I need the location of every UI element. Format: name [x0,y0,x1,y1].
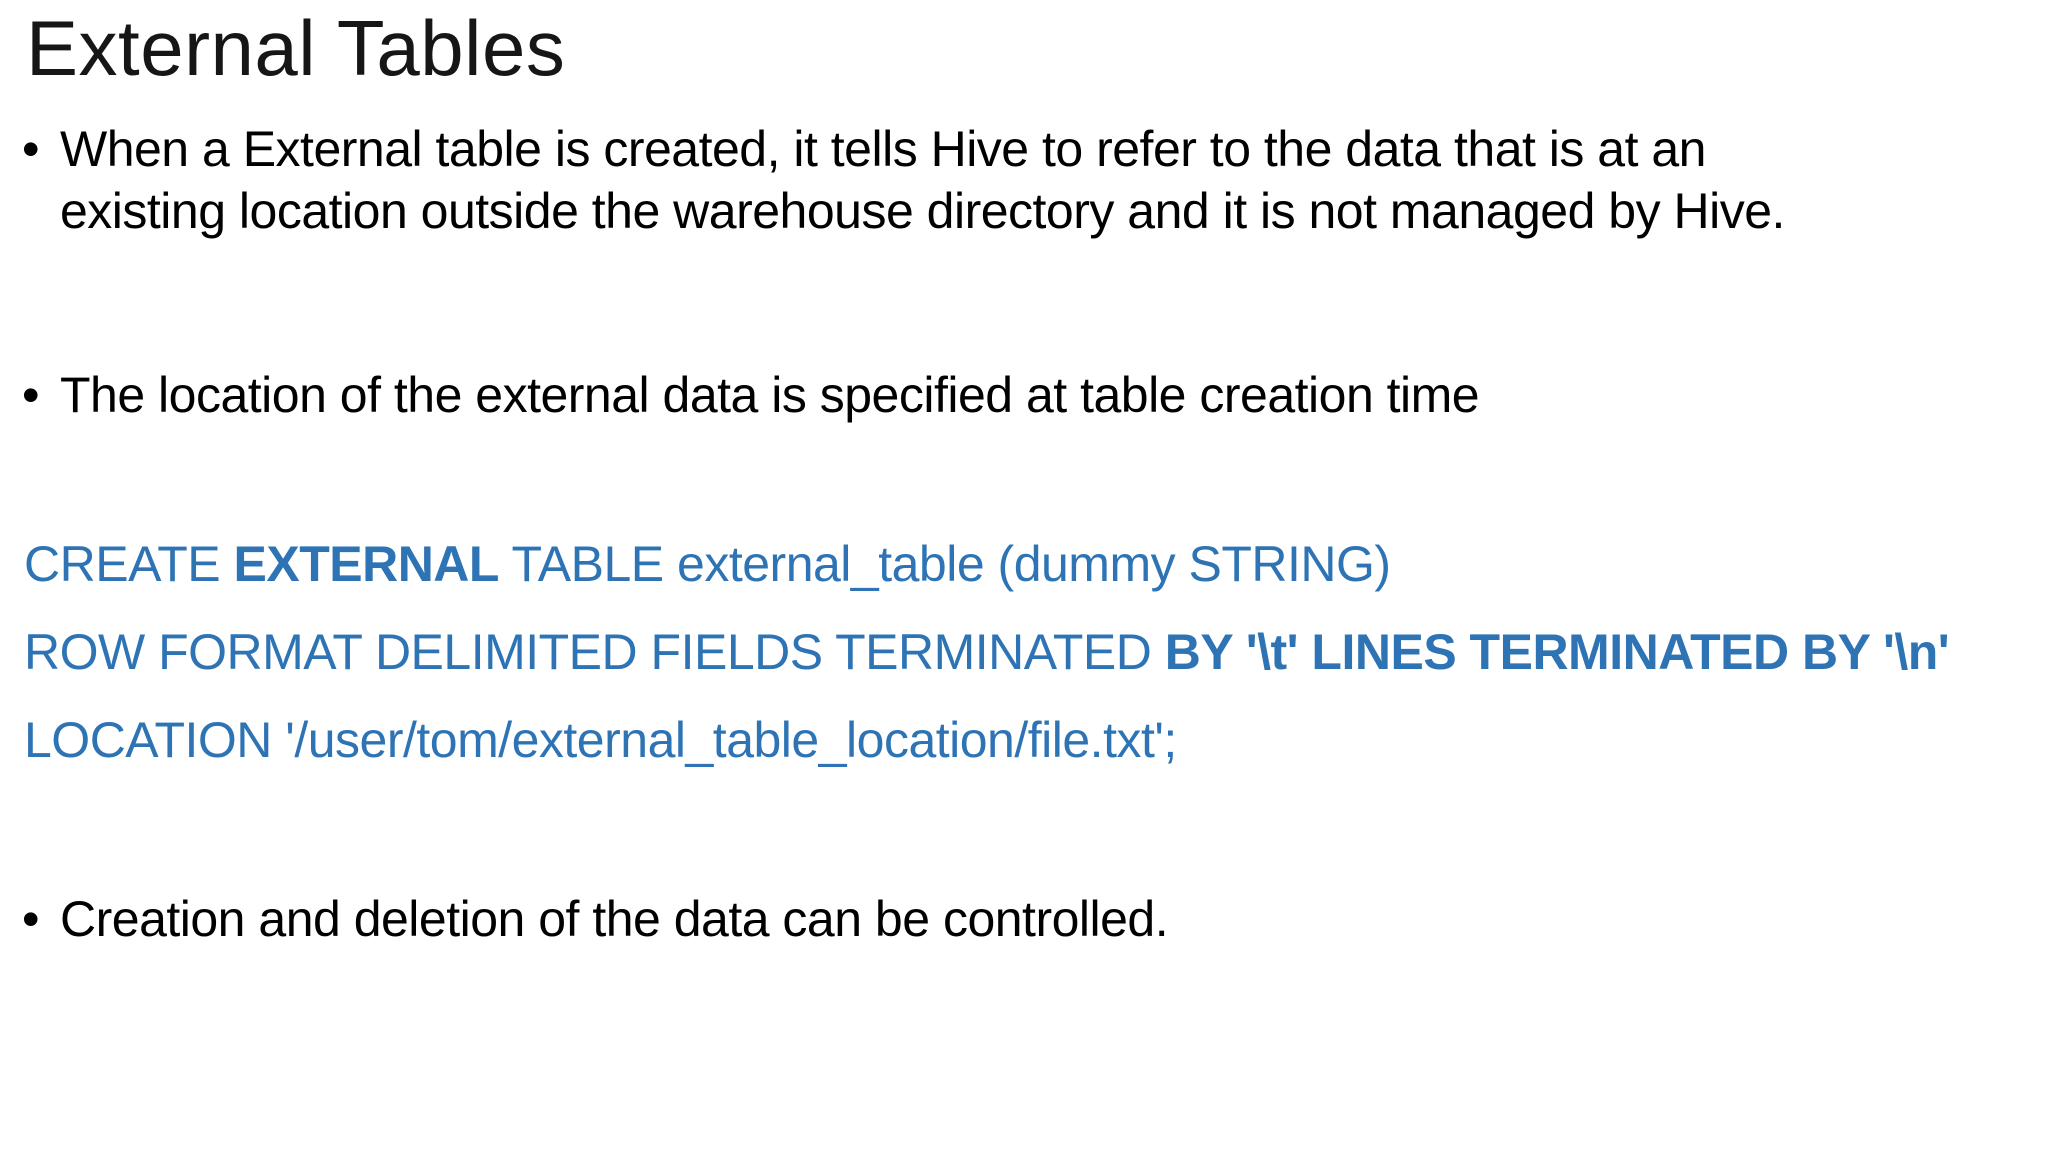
code-text: ROW FORMAT DELIMITED FIELDS TERMINATED [24,624,1165,680]
code-text: TABLE external_table (dummy STRING) [498,536,1391,592]
bullet-text-line: The location of the external data is spe… [60,367,1480,423]
sql-code-block: CREATE EXTERNAL TABLE external_table (du… [24,520,2024,784]
bullet-icon: • [22,367,40,423]
bullet-item-creation-deletion-control: • Creation and deletion of the data can … [22,888,2040,950]
code-text-bold: EXTERNAL [233,536,500,592]
bullet-icon: • [22,121,40,177]
code-line-create-table: CREATE EXTERNAL TABLE external_table (du… [24,520,2024,608]
code-text-bold: BY '\t' LINES TERMINATED BY '\n' [1164,624,1950,680]
bullet-icon: • [22,891,40,947]
bullet-item-external-table-description: • When a External table is created, it t… [22,118,2040,242]
code-line-location: LOCATION '/user/tom/external_table_locat… [24,696,2024,784]
slide-title: External Tables [26,4,566,92]
code-text: LOCATION '/user/tom/external_table_locat… [24,712,1177,768]
bullet-text-line: When a External table is created, it tel… [60,121,1707,177]
code-text: CREATE [24,536,234,592]
bullet-item-location-specified: • The location of the external data is s… [22,364,2040,426]
code-line-row-format: ROW FORMAT DELIMITED FIELDS TERMINATED B… [24,608,2024,696]
bullet-text-line: Creation and deletion of the data can be… [60,891,1169,947]
bullet-text-line: existing location outside the warehouse … [60,183,1785,239]
